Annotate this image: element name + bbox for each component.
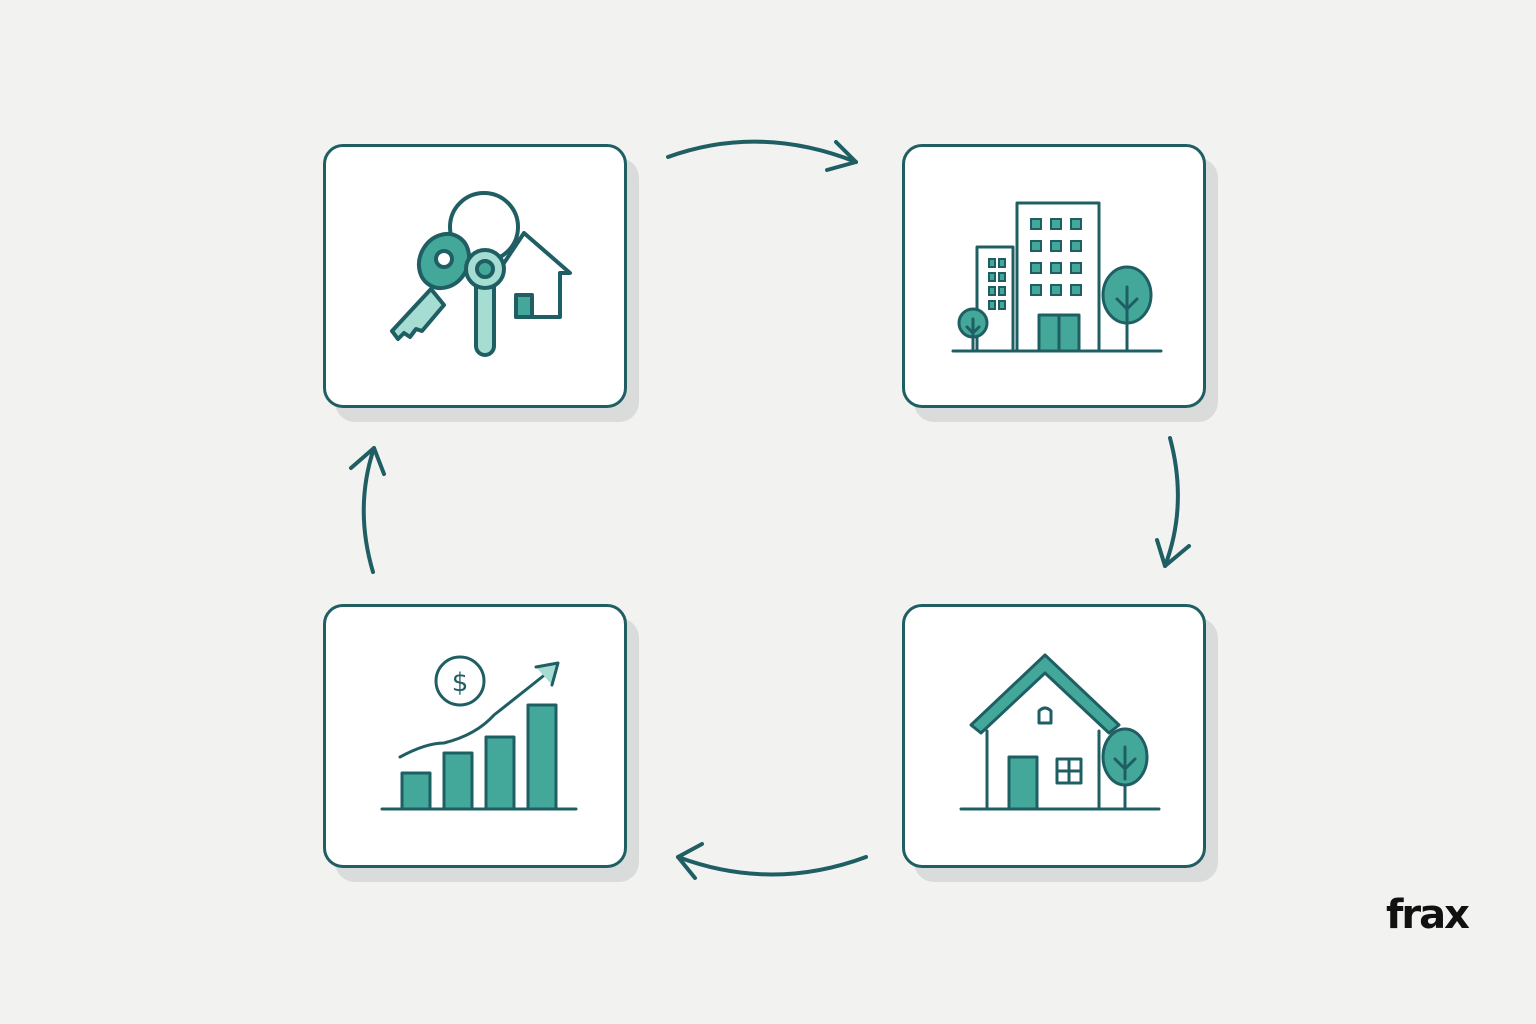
growth-chart-dollar-icon: $ (380, 655, 578, 811)
brand-logo: frax (1386, 892, 1470, 938)
city-buildings-icon (951, 201, 1163, 353)
keys-house-icon (390, 191, 572, 357)
step-card-house (902, 604, 1206, 868)
arrow-left-head (349, 446, 386, 476)
dollar-sign-glyph: $ (452, 668, 469, 698)
arrow-top-head (825, 140, 858, 172)
arrow-bottom-head (676, 842, 704, 880)
step-card-keys (323, 144, 627, 408)
house-with-tree-icon (959, 653, 1161, 811)
arrow-right (1163, 436, 1180, 568)
arrow-bottom (676, 855, 868, 877)
arrow-left (361, 446, 376, 574)
step-card-building (902, 144, 1206, 408)
step-card-growth: $ (323, 604, 627, 868)
arrow-top (666, 139, 858, 164)
arrow-right-head (1155, 538, 1191, 568)
